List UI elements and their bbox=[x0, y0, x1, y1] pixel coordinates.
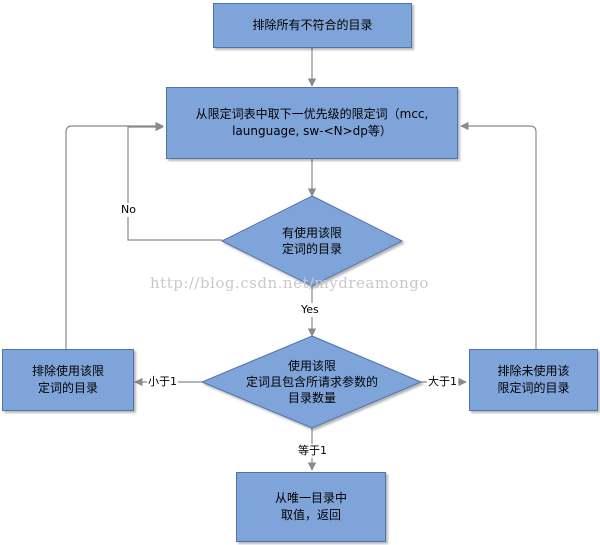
decision-has-qualifier-line1: 有使用该限 bbox=[281, 226, 342, 240]
start-box-text: 排除所有不符合的目录 bbox=[252, 18, 373, 32]
exclude-unused-line2: 限定词的目录 bbox=[497, 381, 570, 395]
edge-label-less-than: 小于1 bbox=[147, 375, 178, 389]
decision-has-qualifier-text: 有使用该限 定词的目录 bbox=[252, 221, 372, 261]
exclude-used-line1: 排除使用该限 bbox=[31, 364, 104, 378]
decision-directory-count bbox=[200, 335, 423, 429]
start-box: 排除所有不符合的目录 bbox=[213, 3, 412, 48]
edge-check-no-loop bbox=[127, 122, 222, 241]
pick-qualifier-line2: launguage, sw-<N>dp等） bbox=[232, 124, 392, 138]
decision-count-line2: 定词且包含所请求参数的 bbox=[245, 375, 378, 389]
edge-label-yes: Yes bbox=[300, 303, 320, 317]
edge-label-no: No bbox=[120, 203, 137, 217]
pick-qualifier-box: 从限定词表中取下一优先级的限定词（mcc, launguage, sw-<N>d… bbox=[166, 87, 458, 159]
decision-has-qualifier bbox=[220, 195, 404, 287]
decision-has-qualifier-line2: 定词的目录 bbox=[281, 242, 342, 256]
end-line2: 取值，返回 bbox=[280, 508, 341, 522]
exclude-unused-line1: 排除未使用该 bbox=[497, 364, 570, 378]
exclude-used-box: 排除使用该限 定词的目录 bbox=[2, 349, 134, 411]
decision-directory-count-text: 使用该限 定词且包含所请求参数的 目录数量 bbox=[227, 355, 397, 409]
edge-exclude-used-loop bbox=[65, 121, 164, 349]
exclude-unused-box: 排除未使用该 限定词的目录 bbox=[469, 349, 598, 411]
pick-qualifier-line1: 从限定词表中取下一优先级的限定词（mcc, bbox=[195, 107, 429, 121]
end-line1: 从唯一目录中 bbox=[274, 491, 347, 505]
watermark: http://blog.csdn.net/mydreamongo bbox=[150, 274, 429, 292]
decision-count-line3: 目录数量 bbox=[287, 391, 336, 405]
edge-label-equal: 等于1 bbox=[297, 444, 328, 458]
exclude-used-line2: 定词的目录 bbox=[37, 381, 98, 395]
edge-label-greater-than: 大于1 bbox=[427, 375, 458, 389]
edge-exclude-unused-loop bbox=[460, 121, 537, 349]
decision-count-line1: 使用该限 bbox=[287, 359, 336, 373]
end-box: 从唯一目录中 取值，返回 bbox=[236, 472, 386, 542]
